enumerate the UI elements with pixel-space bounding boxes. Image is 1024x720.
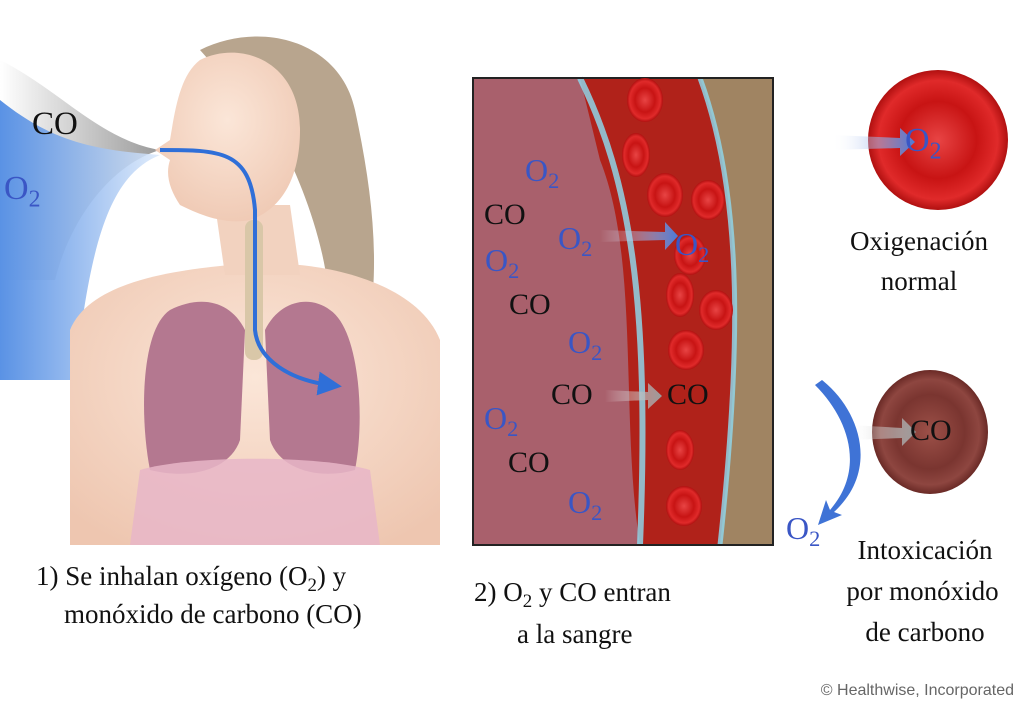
normal-red-blood-cell bbox=[832, 70, 1008, 210]
vessel-arrows bbox=[600, 222, 678, 409]
inhaled-co-label: CO bbox=[32, 106, 78, 142]
panel1-caption-line2: monóxido de carbono (CO) bbox=[64, 599, 362, 629]
poisoning-caption-line1: Intoxicación bbox=[857, 535, 993, 565]
vessel-co-label: CO bbox=[667, 378, 709, 411]
poisoning-caption-line3: de carbono bbox=[865, 617, 985, 647]
vessel-co-label: CO bbox=[508, 446, 550, 479]
panel2-caption-line2: a la sangre bbox=[517, 619, 633, 649]
panel1-caption-line1: 1) Se inhalan oxígeno (O2) y bbox=[36, 561, 347, 597]
vessel-co-label: CO bbox=[484, 198, 526, 231]
vessel-co-label: CO bbox=[509, 288, 551, 321]
normal-cell-o2-label: O2 bbox=[905, 122, 942, 165]
normal-oxygenation-line1: Oxigenación bbox=[850, 226, 988, 256]
inhaled-air-streams bbox=[0, 60, 160, 380]
panel2-caption-line1: 2) O2 y CO entran bbox=[474, 577, 671, 613]
vessel-red-blood-cells bbox=[622, 78, 733, 526]
displaced-o2-label: O2 bbox=[786, 510, 821, 552]
poisoned-red-blood-cell bbox=[815, 370, 988, 525]
vessel-o2-label: O2 bbox=[485, 242, 520, 284]
copyright-credit: © Healthwise, Incorporated bbox=[820, 682, 1014, 699]
poisoned-cell-co-label: CO bbox=[910, 414, 952, 447]
human-figure bbox=[70, 36, 440, 545]
normal-oxygenation-line2: normal bbox=[880, 266, 958, 296]
vessel-co-label: CO bbox=[551, 378, 593, 411]
vessel-o2-label: O2 bbox=[525, 152, 560, 194]
vessel-o2-label: O2 bbox=[568, 484, 603, 526]
inhaled-o2-label: O2 bbox=[4, 170, 41, 213]
vessel-o2-label: O2 bbox=[484, 400, 519, 442]
poisoning-caption-line2: por monóxido bbox=[846, 576, 999, 606]
vessel-o2-label: O2 bbox=[675, 226, 710, 268]
vessel-o2-label: O2 bbox=[558, 220, 593, 262]
vessel-o2-label: O2 bbox=[568, 324, 603, 366]
